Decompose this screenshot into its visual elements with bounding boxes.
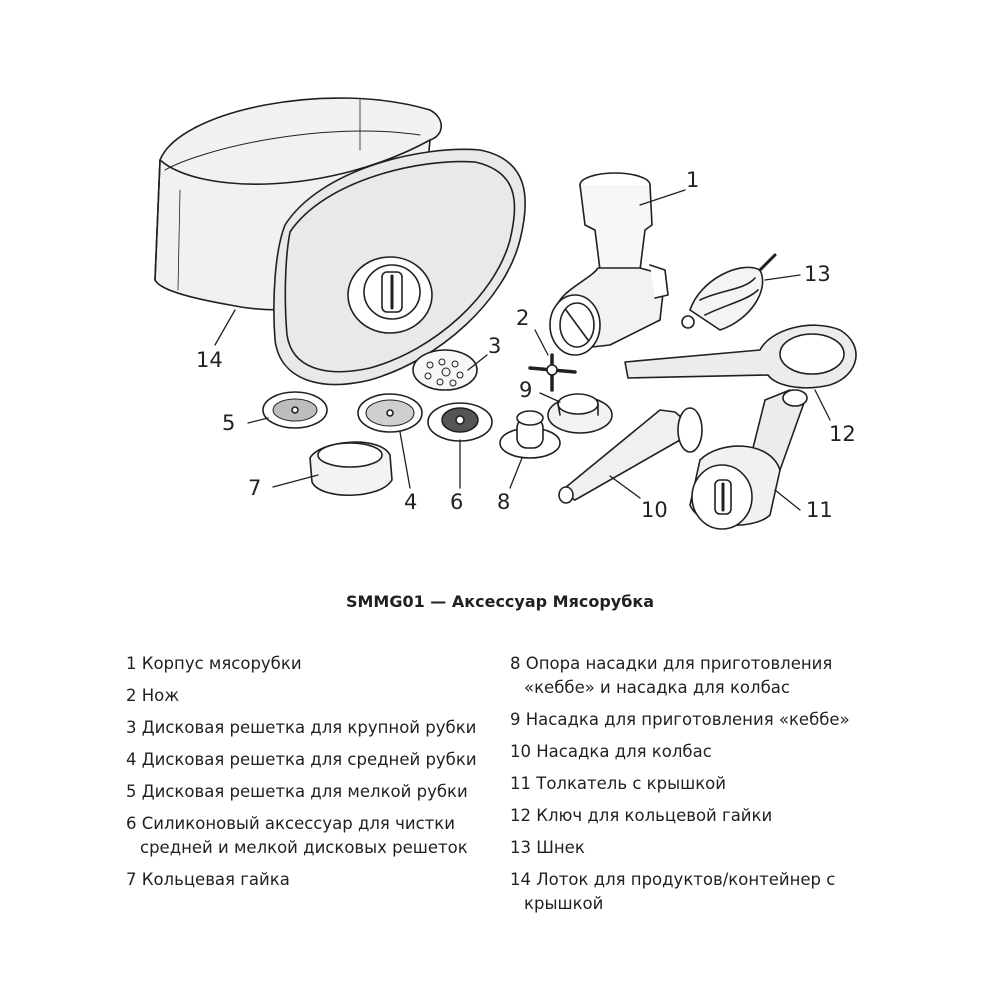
list-item: 2 Нож [126,684,486,708]
item-label: Толкатель с крышкой [536,774,726,793]
item-label: Ключ для кольцевой гайки [536,806,773,825]
callout-4: 4 [404,490,418,514]
callout-5: 5 [222,411,236,435]
item-number: 4 [126,750,137,769]
parts-list-left: 1 Корпус мясорубки 2 Нож 3 Дисковая реше… [126,652,486,900]
list-item: 9 Насадка для приготовления «кеббе» [510,708,870,732]
callout-12: 12 [829,422,856,446]
list-item: 5 Дисковая решетка для мелкой рубки [126,780,486,804]
item-number: 8 [510,654,521,673]
callout-6: 6 [450,490,464,514]
item-number: 6 [126,814,137,833]
item-label-continued: средней и мелкой дисковых решеток [140,838,468,857]
item-label: Кольцевая гайка [141,870,290,889]
callout-13: 13 [804,262,831,286]
sausage-tube-drawing [558,407,703,504]
item-number: 9 [510,710,521,729]
callout-7: 7 [248,476,262,500]
item-label-continued: «кеббе» и насадка для колбас [524,678,790,697]
item-label: Лоток для продуктов/контейнер с [536,870,836,889]
item-label: Насадка для приготовления «кеббе» [525,710,850,729]
list-item: 10 Насадка для колбас [510,740,870,764]
list-item: 13 Шнек [510,836,870,860]
auger-drawing [681,253,777,331]
meat-grinder-exploded-diagram [154,97,857,530]
item-number: 14 [510,870,531,889]
figure-caption: SMMG01 — Аксессуар Мясорубка [345,592,655,611]
callout-leader-lines [214,189,831,511]
list-item: 12 Ключ для кольцевой гайки [510,804,870,828]
item-number: 1 [126,654,137,673]
item-label: Дисковая решетка для мелкой рубки [141,782,468,801]
ring-nut-drawing [309,441,393,497]
parts-list-right: 8 Опора насадки для приготовления «кеббе»… [510,652,870,924]
callout-2: 2 [516,306,530,330]
coarse-disc-drawing [412,349,478,391]
list-item: 3 Дисковая решетка для крупной рубки [126,716,486,740]
list-item: 1 Корпус мясорубки [126,652,486,676]
pusher-drawing [689,389,808,530]
callout-3: 3 [488,334,502,358]
callout-14: 14 [196,348,223,372]
item-number: 12 [510,806,531,825]
item-label-continued: крышкой [524,894,604,913]
tray-container-drawing [154,97,526,386]
list-item: 6 Силиконовый аксессуар для чистки средне… [126,812,486,860]
silicone-cleaner-drawing [427,402,493,442]
list-item: 11 Толкатель с крышкой [510,772,870,796]
item-number: 10 [510,742,531,761]
callout-8: 8 [497,490,511,514]
item-number: 2 [126,686,137,705]
item-label: Дисковая решетка для средней рубки [141,750,477,769]
knife-drawing [528,353,577,392]
item-label: Силиконовый аксессуар для чистки [141,814,455,833]
list-item: 8 Опора насадки для приготовления «кеббе»… [510,652,870,700]
callout-11: 11 [806,498,833,522]
list-item: 4 Дисковая решетка для средней рубки [126,748,486,772]
item-number: 7 [126,870,137,889]
item-label: Нож [141,686,180,705]
item-label: Корпус мясорубки [141,654,302,673]
item-number: 5 [126,782,137,801]
item-number: 13 [510,838,531,857]
item-label: Опора насадки для приготовления [525,654,833,673]
item-label: Насадка для колбас [536,742,712,761]
list-item: 7 Кольцевая гайка [126,868,486,892]
item-number: 3 [126,718,137,737]
item-number: 11 [510,774,531,793]
callout-1: 1 [686,168,700,192]
attachment-support-drawing [499,410,561,459]
fine-disc-drawing [262,391,328,429]
grinder-body-drawing [549,172,669,356]
kebbe-attachment-drawing [547,393,613,434]
item-label: Шнек [536,838,585,857]
medium-disc-drawing [357,393,423,433]
list-item: 14 Лоток для продуктов/контейнер с крышко… [510,868,870,916]
callout-10: 10 [641,498,668,522]
item-label: Дисковая решетка для крупной рубки [141,718,477,737]
ring-nut-wrench-drawing [624,324,857,389]
callout-9: 9 [519,378,533,402]
